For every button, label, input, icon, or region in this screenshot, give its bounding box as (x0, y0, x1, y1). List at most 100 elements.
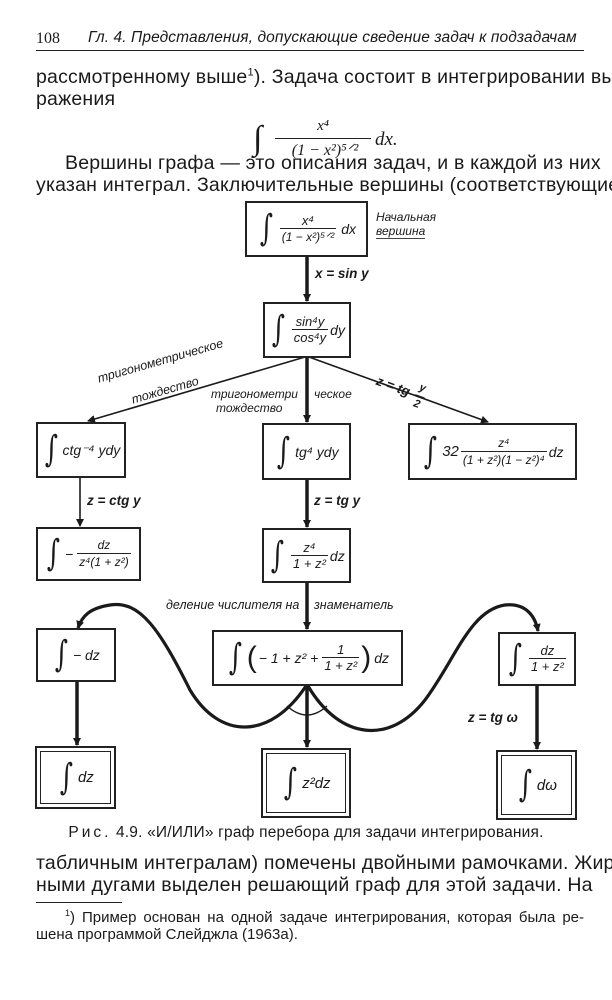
numerator: sin⁴y (295, 314, 325, 329)
expression: − 1 + z² + (258, 650, 319, 666)
fraction-bar (275, 138, 371, 139)
integral-sign: ∫ (47, 533, 61, 574)
integral-sign: ∫ (277, 430, 291, 472)
node-minus-dz[interactable]: ∫ − dz (36, 628, 116, 682)
denominator: 1 + z² (291, 554, 328, 571)
edge-label-z-tg-text: z = tg (374, 373, 413, 400)
integral-sign: ∫ (253, 120, 263, 157)
page-number: 108 (36, 30, 60, 47)
edge-label-trig-mid-2: тождество (216, 401, 283, 415)
edge-label-z-tg-w: z = tg ω (468, 710, 518, 725)
footnote-marker: 1 (65, 908, 71, 918)
root-label-line-2: вершина (376, 224, 426, 239)
edge-label-trig-mid-1b: ческое (314, 387, 352, 401)
edge-label-z-ctg-y: z = ctg y (87, 493, 141, 508)
inner-frame (40, 751, 111, 804)
integral-sign: ∫ (259, 208, 273, 249)
formula-differential: dx. (375, 129, 398, 150)
numerator: dz (540, 643, 555, 658)
intro-text-a: рассмотренному выше (36, 66, 248, 88)
integral-sign: ∫ (228, 637, 242, 678)
numerator: dz (97, 538, 111, 552)
footnote-text-1: ) Пример основан на одной задаче интегри… (70, 909, 584, 926)
denominator: 1 + z² (322, 657, 360, 673)
differential: dz (374, 650, 389, 666)
node-right-32[interactable]: ∫ 32 z⁴(1 + z²)(1 − z²)⁴ dz (408, 423, 577, 480)
edge-label-z-tg-y: z = tg y (314, 493, 361, 508)
footnote-line-2: шена программой Слейджла (1963а). (36, 926, 298, 943)
edge-label-x-sin-y: x = sin y (315, 266, 369, 281)
para3-line-2: ными дугами выделен решающий граф для эт… (36, 874, 593, 896)
integral-sign: ∫ (518, 764, 533, 805)
denominator: (1 + z²)(1 − z²)⁴ (460, 450, 547, 467)
expression: ctg⁻⁴ ydy (62, 441, 121, 458)
root-label-line-1: Начальная (376, 210, 437, 224)
differential: dz (329, 547, 345, 564)
inner-frame (501, 755, 572, 815)
main-formula: ∫ x⁴ (1 − x²)⁵ᐟ² dx. (253, 118, 453, 168)
intro-line-1: рассмотренному выше1). Задача состоит в … (36, 66, 612, 88)
edge-sincos-to-right32 (308, 356, 489, 424)
integral-sign: ∫ (60, 756, 74, 798)
running-title: Гл. 4. Представления, допускающие сведен… (88, 29, 577, 46)
formula-numerator: x⁴ (317, 118, 329, 134)
expression: z²dz (302, 774, 331, 792)
edge-split-to-dzfrac (306, 603, 541, 732)
differential: dx (341, 221, 357, 237)
caption-prefix: Рис. (68, 824, 112, 841)
para2-line-2: указан интеграл. Заключительные вершины … (36, 174, 612, 196)
numerator: 1 (337, 642, 345, 657)
node-root[interactable]: ∫ x⁴(1 − x²)⁵ᐟ² dx (245, 201, 368, 257)
integral-sign: ∫ (55, 634, 69, 675)
differential: dy (330, 322, 345, 338)
footnote-ref[interactable]: 1 (247, 66, 254, 79)
denominator: (1 − x²)⁵ᐟ² (279, 228, 337, 244)
expression: dz (77, 769, 94, 786)
close-paren: ) (361, 641, 372, 674)
denominator: z⁴(1 + z²) (77, 553, 131, 569)
denominator: cos⁴y (291, 329, 329, 345)
integral-sign: ∫ (271, 534, 285, 576)
node-final-dw[interactable]: ∫ dω (496, 750, 577, 820)
expression: tg⁴ ydy (295, 443, 339, 460)
caption-text: 4.9. «И/ИЛИ» граф перебора для задачи ин… (115, 824, 544, 841)
footnote-line-1: 1) Пример основан на одной задаче интегр… (36, 908, 584, 927)
expression: dω (536, 776, 557, 794)
numerator: z⁴ (303, 539, 316, 555)
edge-sincos-to-ctg (87, 356, 306, 423)
node-ctg[interactable]: ∫ ctg⁻⁴ ydy (36, 422, 126, 478)
inner-frame (266, 753, 346, 813)
fraction: x⁴(1 − x²)⁵ᐟ² (279, 213, 337, 245)
denominator: 1 + z² (528, 658, 566, 674)
numerator: x⁴ (301, 213, 315, 228)
numerator: z⁴ (498, 435, 510, 450)
edge-label-division-b: знаменатель (314, 598, 394, 612)
footnote-rule (36, 902, 122, 903)
sign: − (65, 546, 74, 562)
intro-line-2: ражения (36, 88, 116, 110)
integral-sign: ∫ (508, 638, 523, 679)
integral-sign: ∫ (284, 762, 298, 803)
figure-caption: Рис. 4.9. «И/ИЛИ» граф перебора для зада… (0, 824, 612, 842)
integral-sign: ∫ (271, 309, 285, 350)
fraction: z⁴(1 + z²)(1 − z²)⁴ (460, 435, 547, 468)
intro-text-b: ). Задача состоит в интегрировании вы- (253, 66, 612, 88)
differential: dz (548, 443, 564, 460)
para2-line-1: Вершины графа — это описания задач, и в … (65, 152, 601, 174)
node-final-dz[interactable]: ∫ dz (35, 746, 116, 809)
para3-line-1: табличным интегралам) помечены двойными … (36, 852, 612, 874)
coefficient: 32 (442, 443, 459, 460)
node-final-z2dz[interactable]: ∫ z²dz (261, 748, 351, 818)
running-header: 108 Гл. 4. Представления, допускающие св… (36, 28, 584, 51)
node-tg[interactable]: ∫ tg⁴ ydy (262, 423, 351, 480)
